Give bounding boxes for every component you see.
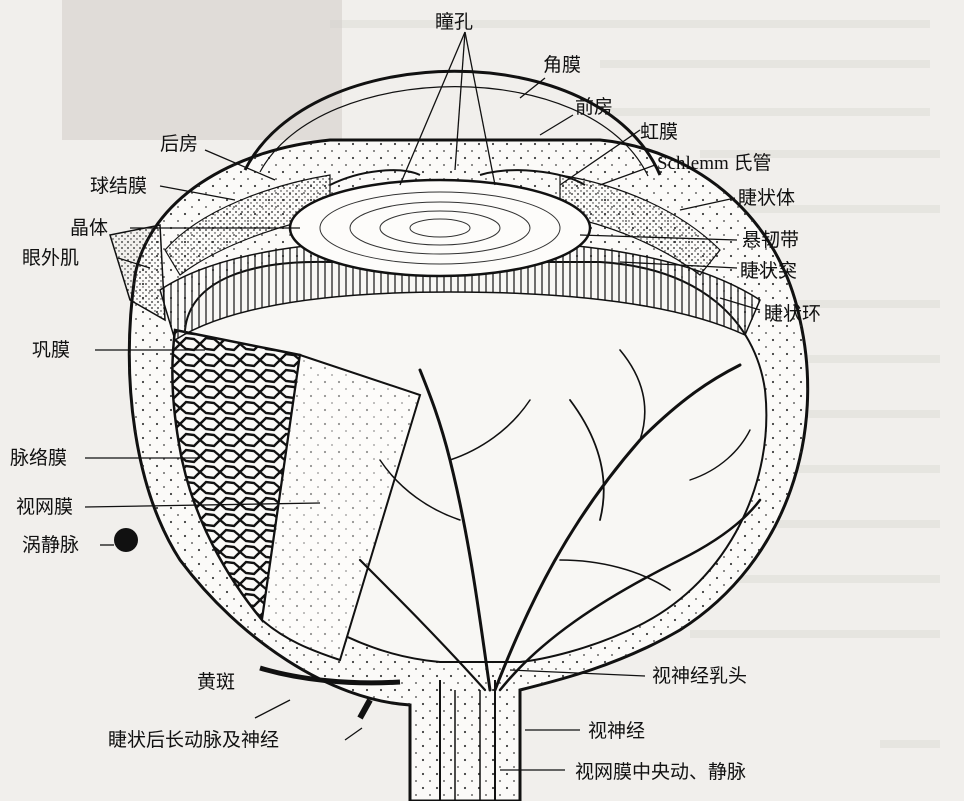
- label-retina: 视网膜: [16, 496, 73, 518]
- lens: [290, 180, 590, 276]
- label-extraocular-muscle: 眼外肌: [22, 247, 79, 269]
- label-vortex-vein: 涡静脉: [22, 534, 79, 556]
- label-choroid: 脉络膜: [10, 447, 67, 469]
- label-long-ciliary-artery-nerve: 睫状后长动脉及神经: [108, 729, 279, 751]
- label-ciliary-process: 睫状突: [740, 260, 797, 282]
- label-sclera: 巩膜: [32, 339, 70, 361]
- label-lens: 晶体: [70, 217, 108, 239]
- label-zonule: 悬韧带: [742, 229, 799, 251]
- label-cornea: 角膜: [543, 54, 581, 76]
- label-ciliary-ring: 睫状环: [764, 303, 821, 325]
- label-ciliary-body: 睫状体: [738, 187, 795, 209]
- label-optic-papilla: 视神经乳头: [652, 665, 747, 687]
- label-optic-nerve: 视神经: [588, 720, 645, 742]
- background-photo-block: [62, 0, 342, 140]
- label-posterior-chamber: 后房: [160, 133, 198, 155]
- label-conjunctiva: 球结膜: [90, 175, 147, 197]
- label-macula: 黄斑: [197, 671, 235, 693]
- label-central-retinal-vessels: 视网膜中央动、静脉: [575, 761, 746, 783]
- label-schlemm-canal: Schlemm 氏管: [657, 152, 772, 174]
- label-pupil: 瞳孔: [435, 11, 473, 33]
- vortex-vein-dot: [114, 528, 138, 552]
- label-iris: 虹膜: [640, 121, 678, 143]
- label-anterior-chamber: 前房: [575, 96, 613, 118]
